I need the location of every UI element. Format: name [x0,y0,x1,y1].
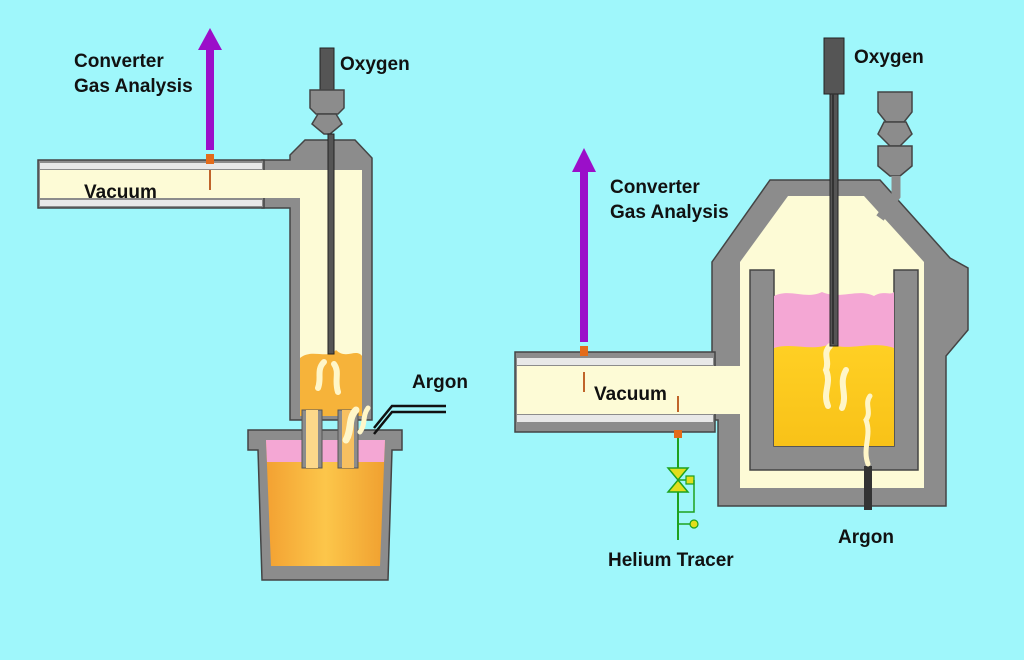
right-oxygen-lance [823,37,845,347]
helium-tracer-valve [666,430,699,540]
left-oxygen-label: Oxygen [340,54,410,75]
left-sample-port [206,154,214,164]
right-sample-port [580,346,588,356]
right-vacuum-label: Vacuum [594,384,667,405]
left-vacuum-vessel [37,139,373,469]
left-gas-analysis-label-1: Converter [74,51,164,72]
right-converter-diagram: Converter Gas Analysis Oxygen Vacuum Arg… [514,37,969,571]
helium-tracer-label: Helium Tracer [608,550,734,571]
left-gas-arrow [198,28,222,150]
left-ladle [247,429,403,581]
right-gas-analysis-label-2: Gas Analysis [610,202,729,223]
left-degasser-diagram: Converter Gas Analysis Oxygen Vacuum Arg… [37,28,468,581]
left-argon-line [373,404,446,435]
right-gas-analysis-label-1: Converter [610,177,700,198]
right-oxygen-label: Oxygen [854,47,924,68]
left-argon-label: Argon [412,372,468,393]
left-vacuum-label: Vacuum [84,182,157,203]
left-gas-analysis-label-2: Gas Analysis [74,76,193,97]
right-argon-label: Argon [838,527,894,548]
right-gas-arrow [572,148,596,342]
right-addition-hopper [876,91,913,221]
left-oxygen-lance [309,47,345,355]
